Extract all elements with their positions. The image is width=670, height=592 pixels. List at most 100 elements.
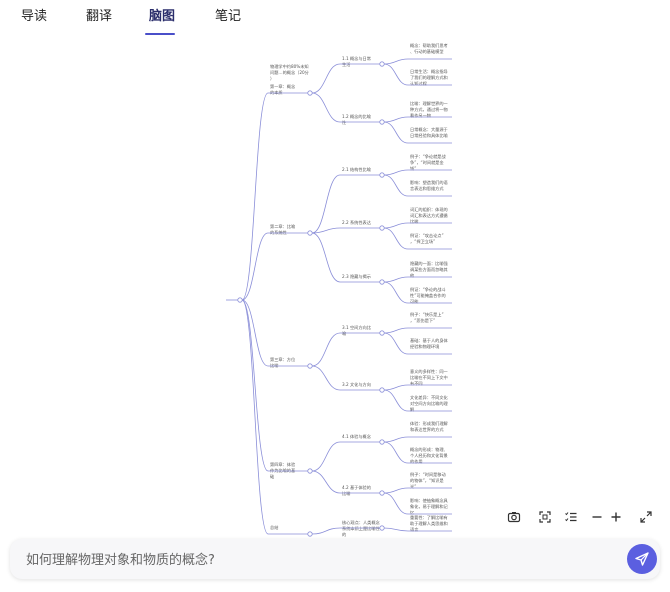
sub-branch-line: [311, 92, 341, 123]
expand-node[interactable]: [237, 297, 243, 303]
camera-icon[interactable]: [505, 508, 523, 526]
leaf-node-label: 比喻：理解世界的一种方式，通过将一物看作另一物: [410, 100, 448, 119]
fit-screen-icon[interactable]: [536, 508, 554, 526]
sub-branch-line: [311, 441, 341, 472]
expand-node[interactable]: [379, 387, 385, 393]
section-node-label: 4.1 体验与概念: [342, 433, 372, 440]
expand-node[interactable]: [307, 531, 313, 537]
sub-branch-line: [311, 527, 341, 535]
leaf-node-label: 日常生活：概念指导了我们的理解方式和认知过程: [410, 68, 448, 87]
tab-notes[interactable]: 笔记: [215, 9, 242, 24]
expand-node[interactable]: [379, 119, 385, 125]
branch-line: [241, 92, 269, 301]
chapter-node-label: 总结: [270, 524, 278, 531]
leaf-node-label: 概念的形成：物理、个人经历和文化背景的作用: [410, 446, 448, 465]
leaf-node-label: 体验：形成我们理解和表达世界的方式: [410, 420, 448, 433]
expand-node[interactable]: [307, 90, 313, 96]
expand-node[interactable]: [379, 490, 385, 496]
section-node-label: 1.1 概念与日常生活: [342, 55, 371, 68]
list-icon[interactable]: [562, 508, 580, 526]
leaf-node-label: 影响：塑造我们的语言表达和思维方式: [410, 179, 448, 192]
leaf-line: [383, 121, 409, 144]
leaf-line: [383, 174, 409, 197]
leaf-line: [383, 63, 409, 86]
leaf-node-label: 隐藏的一面：比喻强调某些方面而忽略其他: [410, 260, 449, 279]
leaf-line: [383, 384, 409, 391]
leaf-line: [383, 281, 409, 304]
leaf-node-label: 基础：基于人的身体经验和物理环境: [410, 337, 449, 350]
leaf-node-label: 例证：“争论的战斗性”可能掩盖合作的可能: [410, 286, 446, 305]
sub-branch-line: [311, 174, 341, 234]
tab-translate[interactable]: 翻译: [86, 9, 113, 24]
leaf-line: [383, 389, 409, 412]
leaf-line: [383, 58, 409, 65]
leaf-line: [383, 222, 409, 229]
sub-branch-line: [311, 227, 341, 234]
tab-bar: 导读 翻译 脑图 笔记: [0, 0, 670, 38]
section-node-label: 核心观点：人类概念系统本质上是比喻性的: [342, 519, 381, 538]
leaf-node-label: 概念：帮助我们思考、行动的基础模型: [410, 42, 448, 55]
expand-node[interactable]: [379, 61, 385, 67]
expand-node[interactable]: [307, 468, 313, 474]
leaf-line: [383, 276, 409, 283]
leaf-node-label: 文化差异：不同文化对空间方向比喻的理解: [410, 394, 449, 413]
leaf-line: [383, 487, 409, 494]
leaf-line: [383, 527, 409, 532]
leaf-line: [383, 441, 409, 464]
chapter-node-label: 第一章：概念的本质: [270, 83, 296, 96]
leaf-node-label: 例子：“快乐是上”，“悲伤是下”: [410, 311, 444, 324]
plus-icon[interactable]: [607, 508, 625, 526]
leaf-line: [383, 332, 409, 355]
expand-node[interactable]: [379, 525, 385, 531]
mindmap-toolbar: [503, 508, 663, 526]
sub-branch-line: [311, 470, 341, 494]
leaf-node-label: 影响：使抽象概念具象化，易于理解和记忆: [410, 497, 449, 516]
active-tab-indicator: [145, 33, 175, 35]
chapter-node-label: 第三章：方位比喻: [270, 356, 295, 369]
section-node-label: 1.2 概念的比喻性: [342, 113, 372, 126]
leaf-line: [383, 492, 409, 515]
expand-node[interactable]: [379, 279, 385, 285]
chat-input-bar: [10, 539, 660, 579]
chapter-node-label: 第二章：比喻的系统性: [270, 223, 296, 236]
sub-branch-line: [311, 232, 341, 283]
branch-line: [241, 299, 269, 472]
branch-line: [241, 232, 269, 301]
leaf-node-label: 意义的多样性：同一比喻在不同上下文中有不同: [410, 368, 448, 387]
expand-node[interactable]: [379, 330, 385, 336]
leaf-node-label: 例子：“时间是移动的物体”，“知识是光”: [410, 471, 446, 490]
section-node-label: 3.1 空间方向比喻: [342, 324, 371, 337]
expand-node[interactable]: [307, 230, 313, 236]
section-node-label: 2.3 隐藏与揭示: [342, 273, 371, 280]
mindmap-canvas[interactable]: 第一章：概念的本质 物理学中约80%未知问题…的概念（20分） 1.1 概念与日常生…: [0, 38, 670, 538]
expand-node[interactable]: [379, 225, 385, 231]
branch-line: [241, 299, 269, 535]
chapter-extra-label: 物理学中约80%未知问题…的概念（20分）: [270, 63, 310, 81]
tab-guide[interactable]: 导读: [21, 9, 48, 24]
expand-node[interactable]: [379, 172, 385, 178]
minus-icon[interactable]: [588, 508, 606, 526]
section-node-label: 4.2 基于体验的比喻: [342, 484, 371, 497]
sub-branch-line: [311, 332, 341, 367]
leaf-line: [383, 227, 409, 250]
leaf-node-label: 例证：“攻击论点”，“捍卫立场”: [410, 232, 444, 245]
sub-branch-line: [311, 365, 341, 391]
expand-node[interactable]: [379, 439, 385, 445]
send-icon: [635, 552, 649, 566]
leaf-line: [383, 436, 409, 443]
leaf-line: [383, 116, 409, 123]
leaf-node-label: 日常概念：大量源于日常经验和具体比喻: [410, 126, 449, 139]
chapter-node-label: 第四章：体验作为比喻的基础: [270, 461, 296, 480]
leaf-node-label: 例子：“争论就是战争”，“时间就是金钱”: [410, 153, 446, 171]
expand-node[interactable]: [307, 363, 313, 369]
send-button[interactable]: [627, 544, 657, 574]
tab-mindmap[interactable]: 脑图: [149, 9, 176, 24]
section-node-label: 2.1 结构性比喻: [342, 166, 372, 173]
sub-branch-line: [311, 63, 341, 94]
question-input[interactable]: [24, 548, 608, 572]
leaf-line: [383, 327, 409, 334]
section-node-label: 3.2 文化与方向: [342, 381, 371, 388]
leaf-line: [383, 169, 409, 176]
branch-line: [241, 299, 269, 367]
fullscreen-icon[interactable]: [637, 508, 655, 526]
